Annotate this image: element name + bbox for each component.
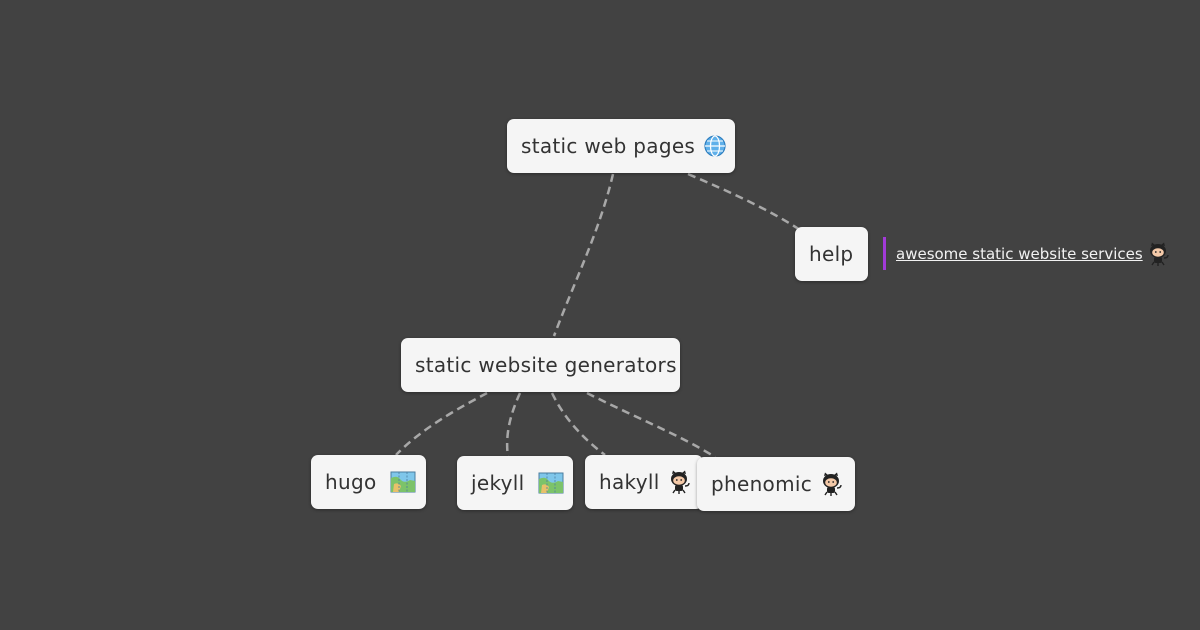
- connector-generators-hugo: [395, 391, 488, 456]
- node-label: static web pages: [521, 134, 696, 158]
- connector-generators-hakyll: [550, 392, 606, 456]
- node-hakyll[interactable]: hakyll: [585, 455, 703, 509]
- node-jekyll[interactable]: jekyll: [457, 456, 573, 510]
- map-icon: [538, 471, 564, 495]
- node-static-web-pages[interactable]: static web pages: [507, 119, 735, 173]
- note-accent-bar: [883, 237, 886, 270]
- node-label: static website generators: [415, 353, 677, 377]
- connector-root-generators: [552, 173, 615, 337]
- globe-icon: [703, 134, 727, 158]
- connector-root-help: [687, 172, 801, 232]
- node-label: hugo: [325, 470, 377, 494]
- map-icon: [390, 470, 416, 494]
- github-octocat-icon: [1147, 242, 1169, 266]
- node-label: help: [809, 242, 854, 266]
- connector-generators-jekyll: [505, 392, 522, 458]
- node-label: jekyll: [471, 471, 525, 495]
- node-label: phenomic: [711, 472, 813, 496]
- node-static-website-generators[interactable]: static website generators: [401, 338, 680, 392]
- node-hugo[interactable]: hugo: [311, 455, 426, 509]
- awesome-static-website-services-link[interactable]: awesome static website services: [896, 242, 1169, 266]
- node-label: hakyll: [599, 470, 660, 494]
- github-octocat-icon: [668, 470, 690, 494]
- connector-generators-phenomic: [586, 391, 716, 459]
- github-octocat-icon: [820, 472, 842, 496]
- node-help[interactable]: help: [795, 227, 868, 281]
- node-phenomic[interactable]: phenomic: [697, 457, 855, 511]
- help-note: awesome static website services: [883, 237, 1169, 270]
- link-text: awesome static website services: [896, 244, 1143, 263]
